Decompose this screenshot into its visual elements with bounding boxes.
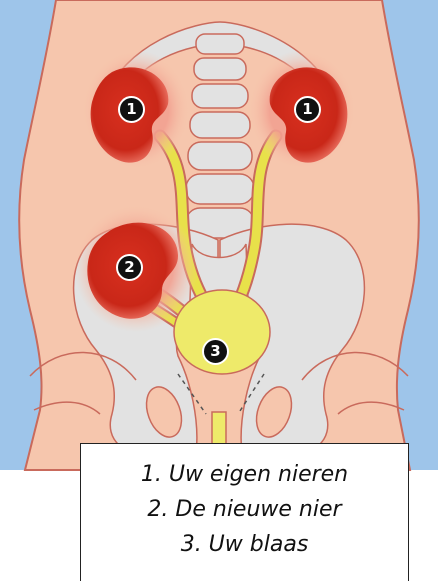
legend-item-bladder: 3. Uw blaas (81, 527, 408, 562)
legend-item-own-kidneys: 1. Uw eigen nieren (81, 457, 408, 492)
marker-new-kidney: 2 (116, 254, 143, 281)
legend-box: 1. Uw eigen nieren 2. De nieuwe nier 3. … (80, 443, 409, 581)
legend-item-new-kidney: 2. De nieuwe nier (81, 492, 408, 527)
marker-own-kidney-right: 1 (294, 96, 321, 123)
marker-own-kidney-left: 1 (118, 96, 145, 123)
marker-bladder: 3 (202, 338, 229, 365)
